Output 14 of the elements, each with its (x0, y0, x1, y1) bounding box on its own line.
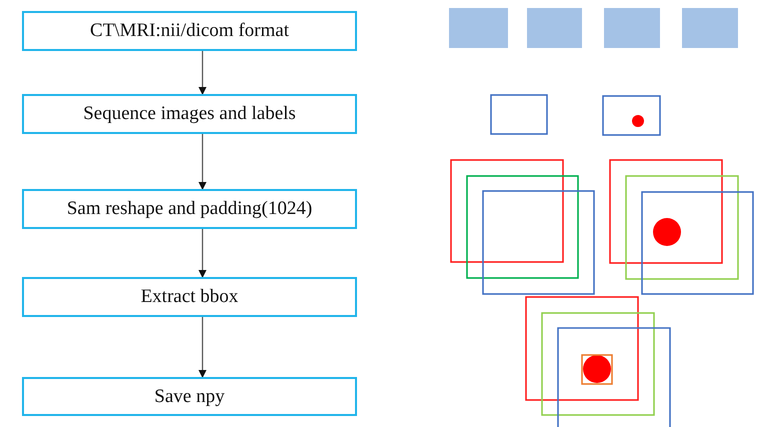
process-box (22, 94, 357, 134)
process-box (22, 11, 357, 51)
step-label: Save npy (154, 386, 225, 408)
step-label: Extract bbox (140, 286, 238, 308)
process-box (22, 377, 357, 416)
arrow (198, 229, 206, 278)
step-label: Sam reshape and padding(1024) (66, 198, 312, 220)
step-label: CT\MRI:nii/dicom format (90, 20, 289, 42)
step-label: Sequence images and labels (83, 103, 296, 125)
process-box (22, 277, 357, 317)
arrow (198, 51, 206, 95)
arrow (198, 317, 206, 378)
arrow (198, 134, 206, 190)
process-box (22, 189, 357, 229)
